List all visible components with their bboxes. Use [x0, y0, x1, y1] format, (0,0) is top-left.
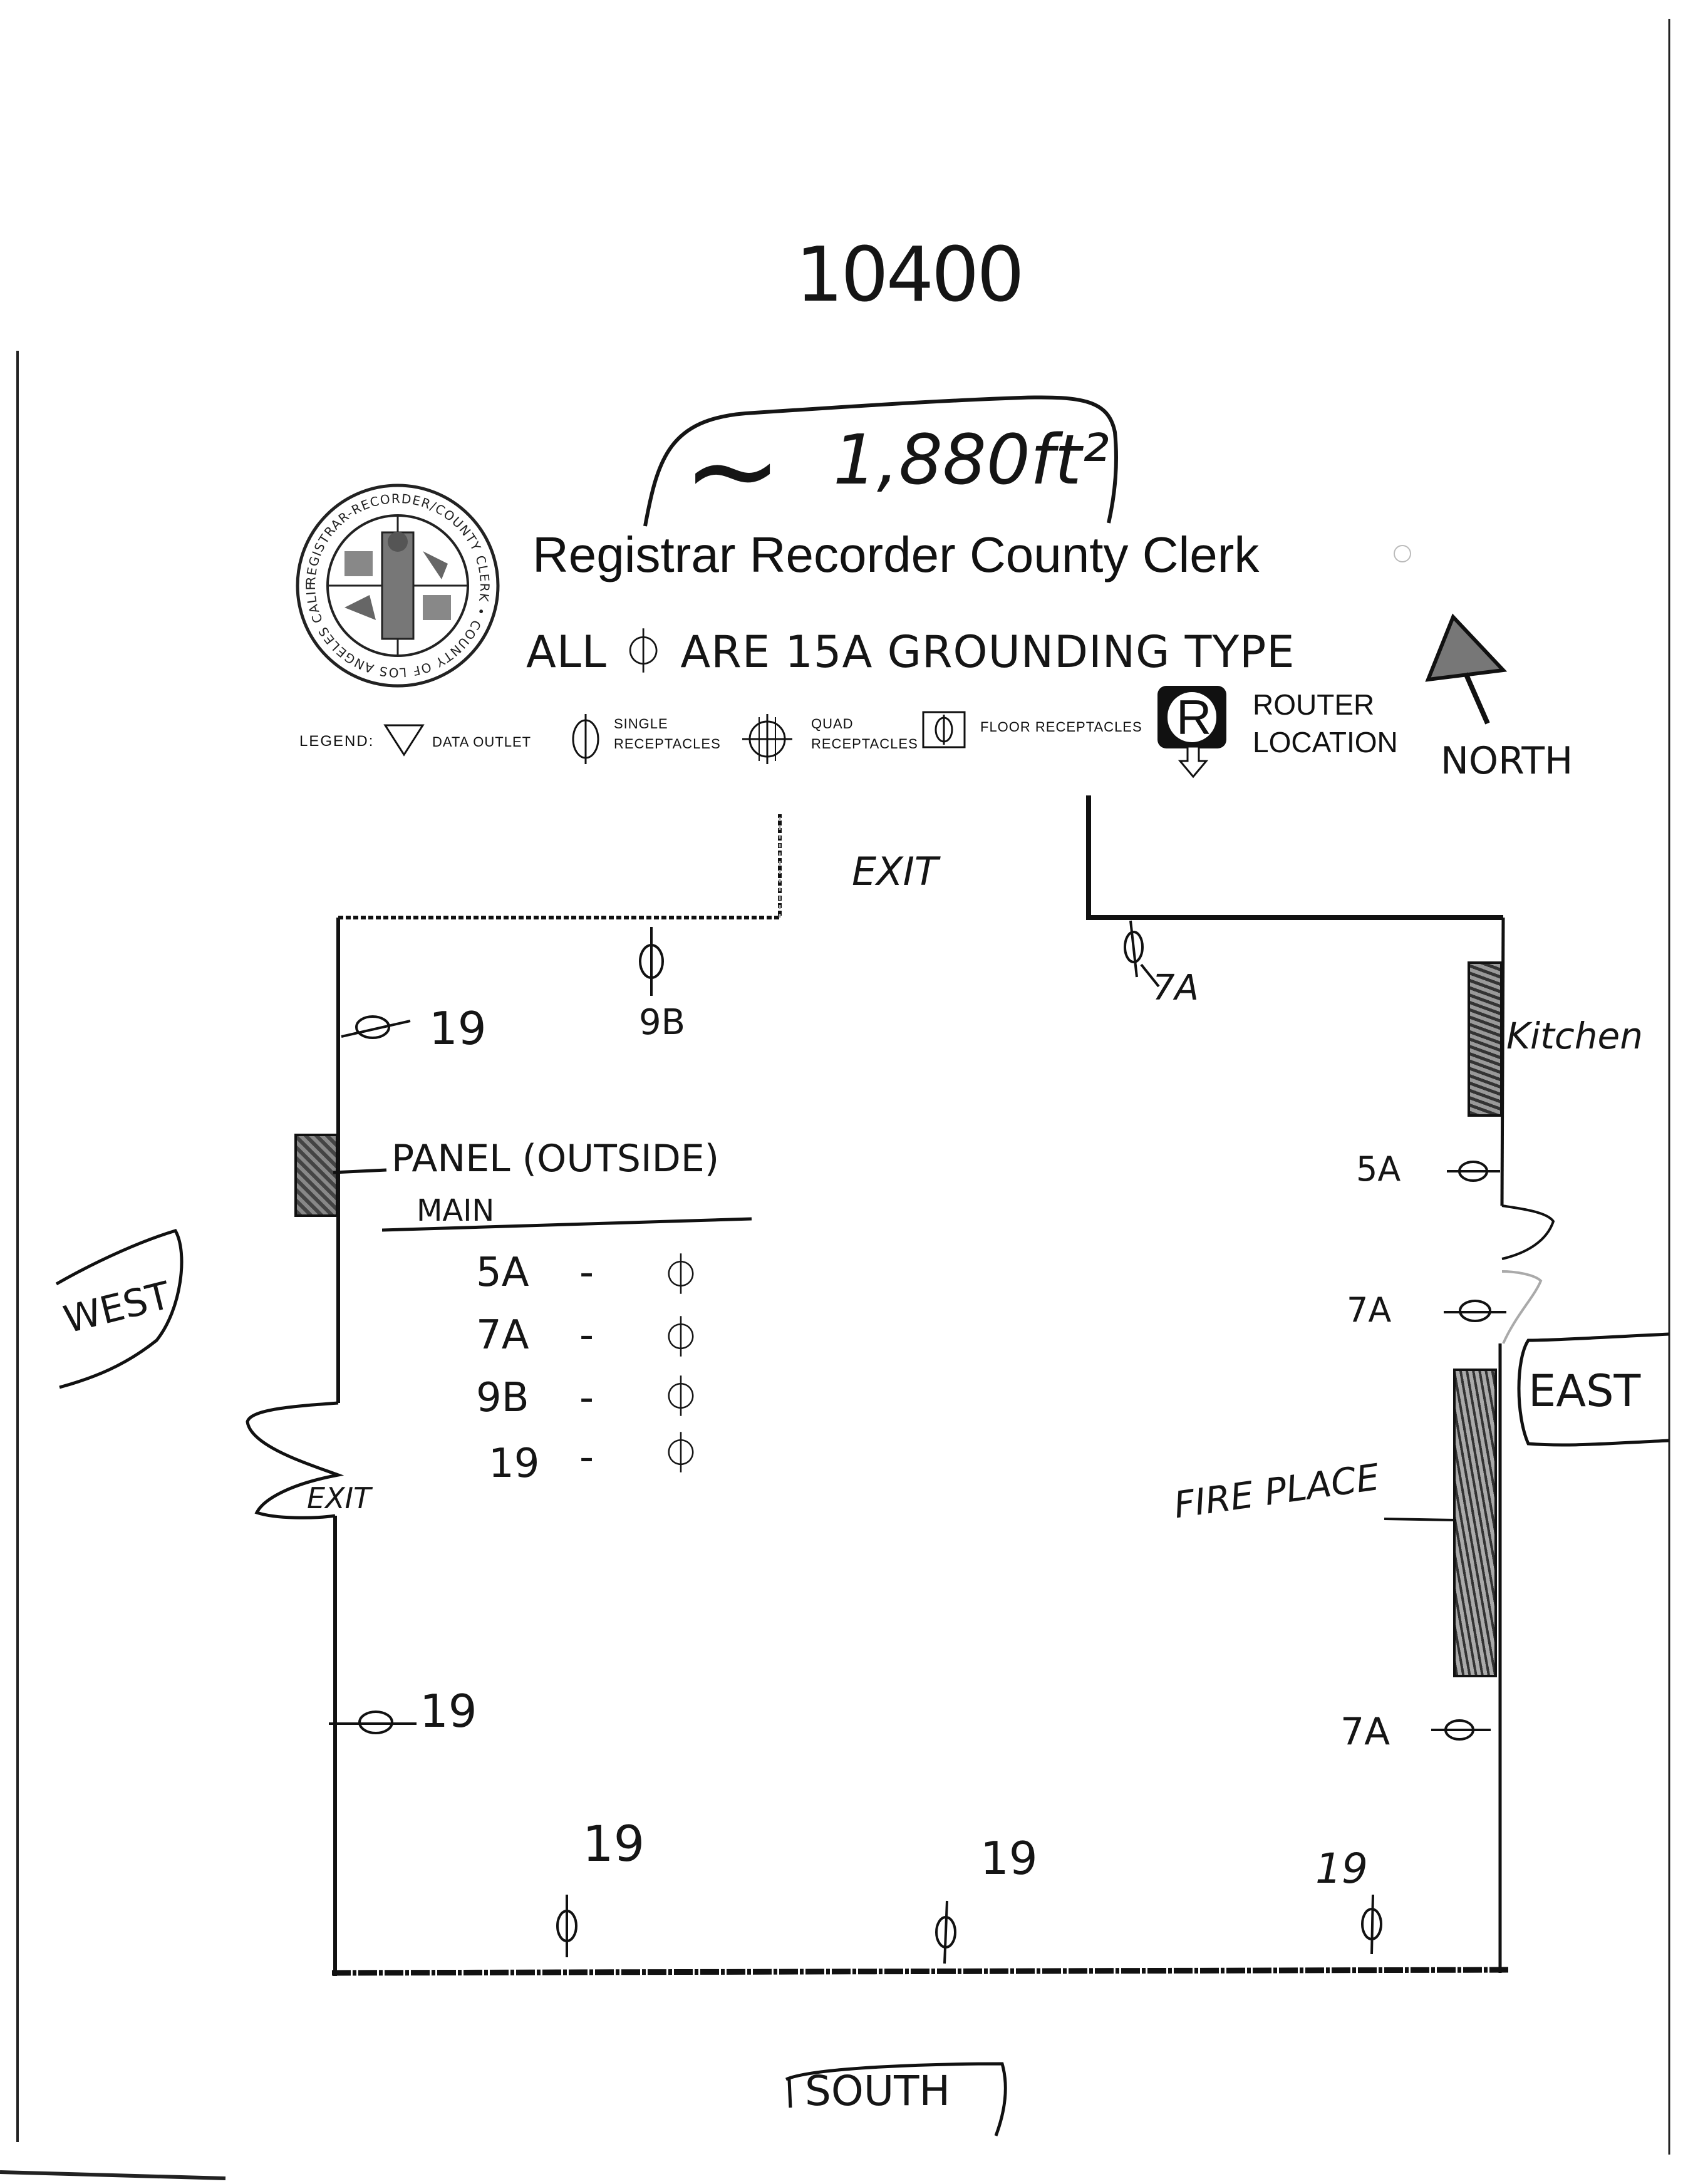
outlet-label-west-top-19: 19 — [429, 1002, 487, 1055]
floor-receptacle-icon — [922, 711, 966, 748]
outlet-label-south-19-mid: 19 — [980, 1832, 1038, 1885]
panel-row-dash: - — [579, 1250, 594, 1296]
panel-row-circuit: 9B — [476, 1375, 529, 1421]
approx-symbol: ~ — [683, 401, 783, 539]
router-letter: R — [1176, 690, 1212, 745]
outlet-label-west-bottom-19: 19 — [420, 1685, 477, 1737]
area-callout-outline — [643, 395, 1118, 527]
panel-main-label: MAIN — [417, 1193, 495, 1228]
single-receptacle-icon — [1447, 1161, 1500, 1182]
legend-label: LEGEND: — [299, 733, 375, 750]
panel-row-circuit: 19 — [489, 1441, 540, 1487]
data-outlet-icon — [383, 724, 425, 757]
legend-data-outlet-text: DATA OUTLET — [432, 734, 532, 750]
outlet-label-north-7a: 7A — [1152, 968, 1199, 1008]
panel-row-symbol: ⏀ — [661, 1431, 701, 1478]
kitchen-label: Kitchen — [1506, 1015, 1643, 1057]
router-icon-inner — [1168, 692, 1216, 742]
area-value: 1,880ft² — [833, 420, 1109, 500]
north-label: NORTH — [1441, 739, 1573, 783]
router-label-line2: LOCATION — [1253, 726, 1398, 758]
outlet-label-east-7a-low: 7A — [1340, 1710, 1390, 1754]
small-mark-icon — [1394, 545, 1411, 562]
outlet-label-south-19-right: 19 — [1315, 1845, 1368, 1893]
outlet-label-south-19-left: 19 — [583, 1816, 645, 1873]
single-receptacle-icon — [1431, 1719, 1491, 1741]
single-receptacle-icon — [1444, 1300, 1506, 1322]
outlet-label-east-7a-mid: 7A — [1347, 1290, 1392, 1330]
org-title: Registrar Recorder County Clerk — [532, 527, 1260, 582]
legend-quad-receptacles-text: QUAD RECEPTACLES — [811, 716, 918, 752]
legend-floor-receptacles-text: FLOOR RECEPTACLES — [980, 719, 1142, 735]
panel-row-dash: - — [579, 1312, 594, 1359]
panel-row-symbol: ⏀ — [661, 1315, 701, 1362]
single-receptacle-icon — [341, 1015, 411, 1039]
kitchen-fixture — [1468, 961, 1503, 1117]
outlet-label-east-5a: 5A — [1356, 1149, 1401, 1189]
router-arrow-icon — [1178, 745, 1209, 779]
panel-row-dash: - — [579, 1434, 594, 1481]
exit-north-label: EXIT — [852, 849, 938, 894]
fireplace-leader — [1384, 1518, 1457, 1521]
east-label: EAST — [1528, 1365, 1641, 1417]
panel-row-circuit: 7A — [476, 1312, 529, 1359]
single-receptacle-icon — [1361, 1894, 1382, 1955]
county-seal-logo: REGISTRAR-RECORDER/COUNTY CLERK • COUNTY… — [294, 482, 500, 688]
single-receptacle-icon — [1124, 920, 1160, 988]
single-receptacle-icon — [329, 1710, 417, 1734]
outlet-label-north-9b: 9B — [639, 1002, 686, 1043]
exit-west-label: EXIT — [307, 1481, 371, 1515]
single-receptacle-icon — [935, 1900, 956, 1964]
single-receptacle-icon — [639, 927, 664, 996]
panel-row-dash: - — [579, 1375, 594, 1421]
panel-row-symbol: ⏀ — [661, 1253, 701, 1299]
panel-row-symbol: ⏀ — [661, 1375, 701, 1421]
electrical-panel — [294, 1134, 338, 1217]
router-icon: R — [1157, 686, 1226, 748]
page-number: 10400 — [795, 232, 1025, 319]
single-receptacle-icon — [556, 1895, 577, 1957]
south-label: SOUTH — [805, 2067, 951, 2115]
legend-single-receptacles-text: SINGLE RECEPTACLES — [614, 716, 721, 752]
quad-receptacle-icon — [742, 714, 792, 764]
north-arrow-icon — [1425, 613, 1508, 725]
router-label-line1: ROUTER — [1253, 688, 1375, 721]
panel-row-circuit: 5A — [476, 1250, 529, 1296]
panel-leader — [333, 1168, 387, 1174]
grounding-note: ALL ⏀ ARE 15A GROUNDING TYPE — [526, 626, 1295, 678]
panel-schedule-rule — [382, 1217, 752, 1232]
single-receptacle-icon — [572, 714, 599, 764]
fireplace-fixture — [1453, 1369, 1497, 1677]
panel-label: PANEL (OUTSIDE) — [391, 1137, 720, 1181]
